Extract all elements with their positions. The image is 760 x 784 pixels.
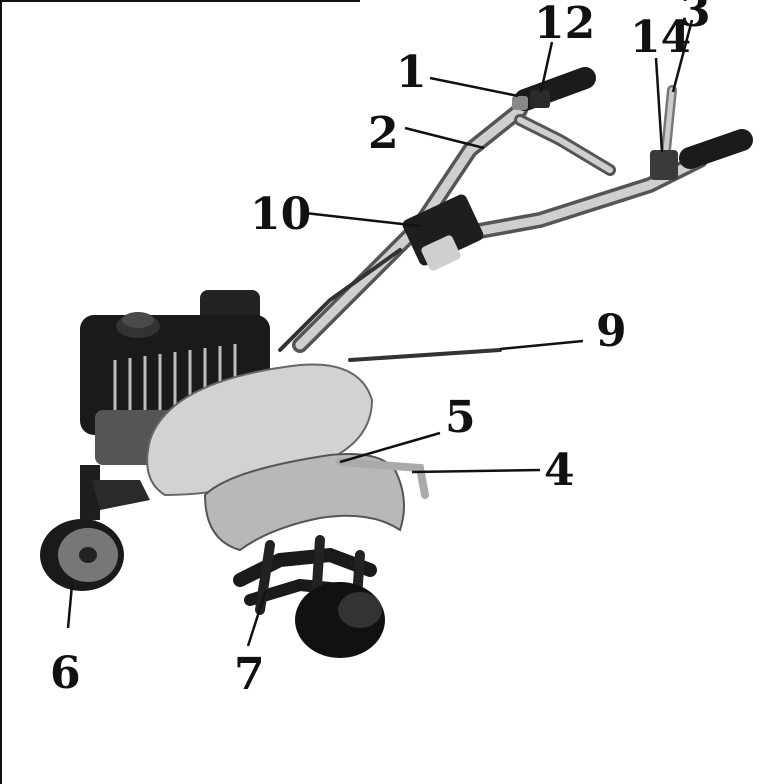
transport-wheel xyxy=(40,519,124,591)
leader-5 xyxy=(339,431,441,464)
callout-10: 10 xyxy=(250,189,312,240)
handle-height-adjuster xyxy=(402,194,484,271)
handle-lever xyxy=(512,96,528,110)
leader-4 xyxy=(411,468,541,474)
leader-10 xyxy=(304,211,421,228)
leader-3 xyxy=(671,19,694,93)
leader-6 xyxy=(66,584,74,629)
callout-12: 12 xyxy=(534,0,596,49)
callout-9: 9 xyxy=(596,306,627,357)
rear-fender xyxy=(203,453,405,552)
callout-1: 1 xyxy=(396,47,427,98)
callout-3: 3 xyxy=(680,0,711,37)
leader-12 xyxy=(539,41,554,93)
callout-4: 4 xyxy=(544,445,575,496)
engine-switch xyxy=(650,150,678,180)
depth-bar xyxy=(336,458,429,499)
leader-1 xyxy=(429,76,519,98)
callout-7: 7 xyxy=(234,649,265,700)
callout-5: 5 xyxy=(445,392,476,443)
leader-7 xyxy=(246,589,268,647)
handlebar xyxy=(278,102,708,362)
leader-14 xyxy=(654,57,664,153)
leader-lines xyxy=(66,19,694,647)
callout-14: 14 xyxy=(630,12,692,63)
throttle-control xyxy=(530,90,550,108)
callout-6: 6 xyxy=(50,648,81,699)
leader-9 xyxy=(499,339,584,351)
leader-2 xyxy=(404,126,485,150)
tiller-illustration xyxy=(40,67,753,658)
tines xyxy=(233,535,385,658)
callout-2: 2 xyxy=(368,108,399,159)
